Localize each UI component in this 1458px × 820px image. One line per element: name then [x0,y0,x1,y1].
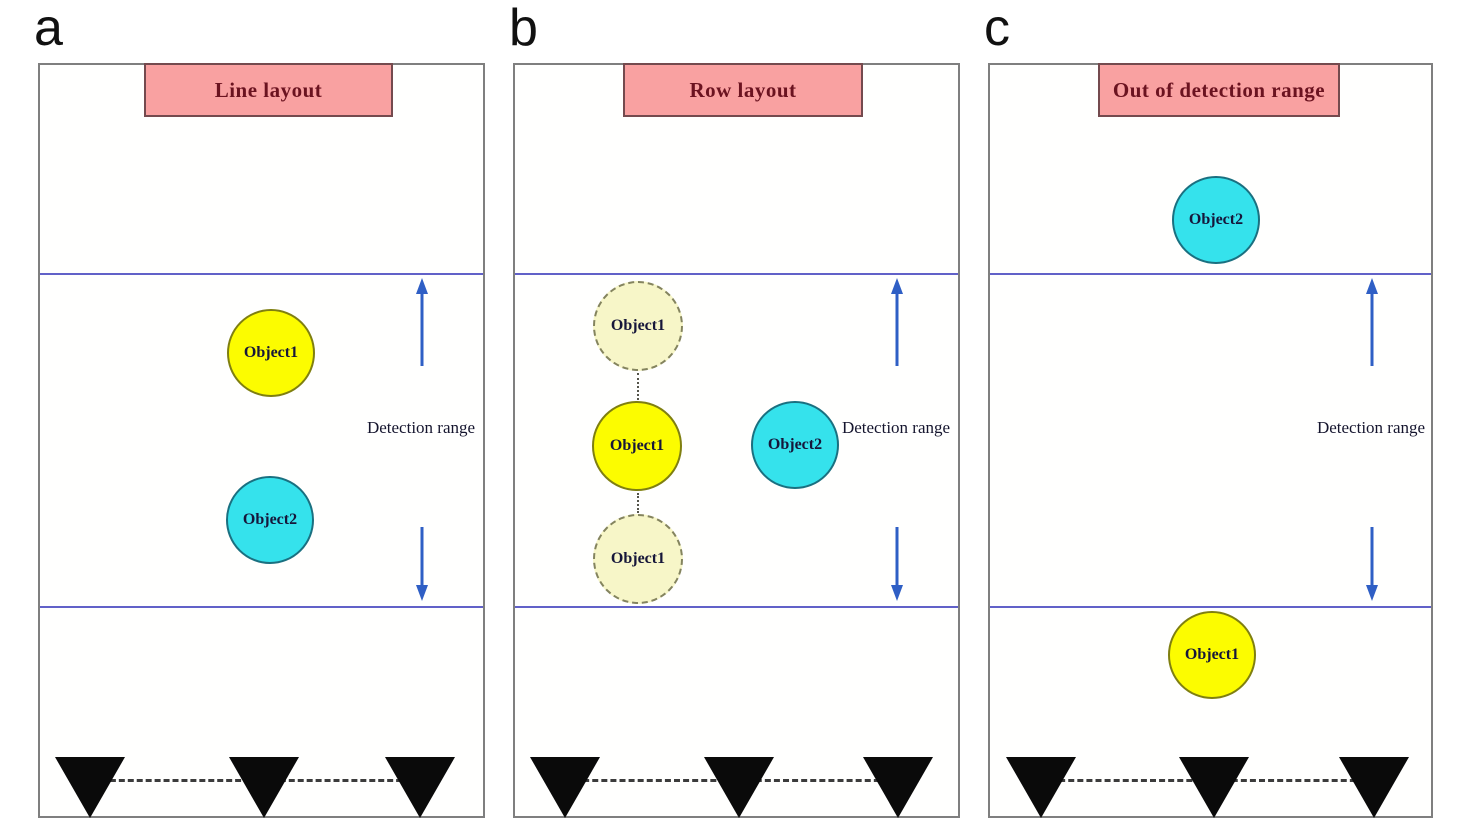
panel-c-title-box: Out of detection range [1098,63,1340,117]
detection-range-up-arrow [416,278,428,366]
panel-c-title: Out of detection range [1112,77,1326,102]
object1-ghost-label: Object1 [610,317,666,334]
detection-range-top-line [990,273,1431,275]
detection-range-bottom-line [40,606,483,608]
detection-range-up-arrow [1366,278,1378,366]
panel-a-letter: a [34,0,63,57]
object2-circle: Object2 [751,401,839,489]
panel-a-title-box: Line layout [144,63,393,117]
object2-label: Object2 [767,436,823,453]
panel-c-box: Out of detection range Detection range O… [988,63,1433,818]
panel-a-box: Line layout Detection range Object1 Obje… [38,63,485,818]
sensor-triangle [530,757,600,818]
panel-c-letter: c [984,0,1010,57]
sensor-triangle [55,757,125,818]
panel-b-title: Row layout [689,77,797,102]
sensor-triangle [385,757,455,818]
detection-range-down-arrow [416,527,428,601]
detection-range-label: Detection range [1316,418,1426,437]
panel-b-box: Row layout Detection range Object1 Objec… [513,63,960,818]
panel-b-letter: b [509,0,538,57]
detection-range-down-arrow [1366,527,1378,601]
sensor-triangle [863,757,933,818]
object1-circle: Object1 [1168,611,1256,699]
detection-range-label: Detection range [841,418,951,437]
detection-range-bottom-line [515,606,958,608]
object1-ghost-label: Object1 [610,550,666,567]
object1-label: Object1 [243,344,299,361]
detection-range-top-line [515,273,958,275]
object1-ghost-bottom-circle: Object1 [593,514,683,604]
detection-range-bottom-line [990,606,1431,608]
object2-label: Object2 [242,511,298,528]
sensor-triangle [704,757,774,818]
object1-label: Object1 [1184,646,1240,663]
object2-label: Object2 [1188,211,1244,228]
object1-circle: Object1 [592,401,682,491]
object1-label: Object1 [609,437,665,454]
sensor-triangle [1339,757,1409,818]
object1-circle: Object1 [227,309,315,397]
detection-range-down-arrow [891,527,903,601]
panel-a-title: Line layout [214,77,323,102]
row-motion-dotted-connector [637,493,639,513]
detection-range-label: Detection range [366,418,476,437]
object2-circle: Object2 [226,476,314,564]
sensor-triangle [1006,757,1076,818]
detection-range-top-line [40,273,483,275]
sensor-triangle [1179,757,1249,818]
panel-b-title-box: Row layout [623,63,863,117]
row-motion-dotted-connector [637,373,639,400]
detection-range-up-arrow [891,278,903,366]
object1-ghost-top-circle: Object1 [593,281,683,371]
object2-circle: Object2 [1172,176,1260,264]
sensor-triangle [229,757,299,818]
